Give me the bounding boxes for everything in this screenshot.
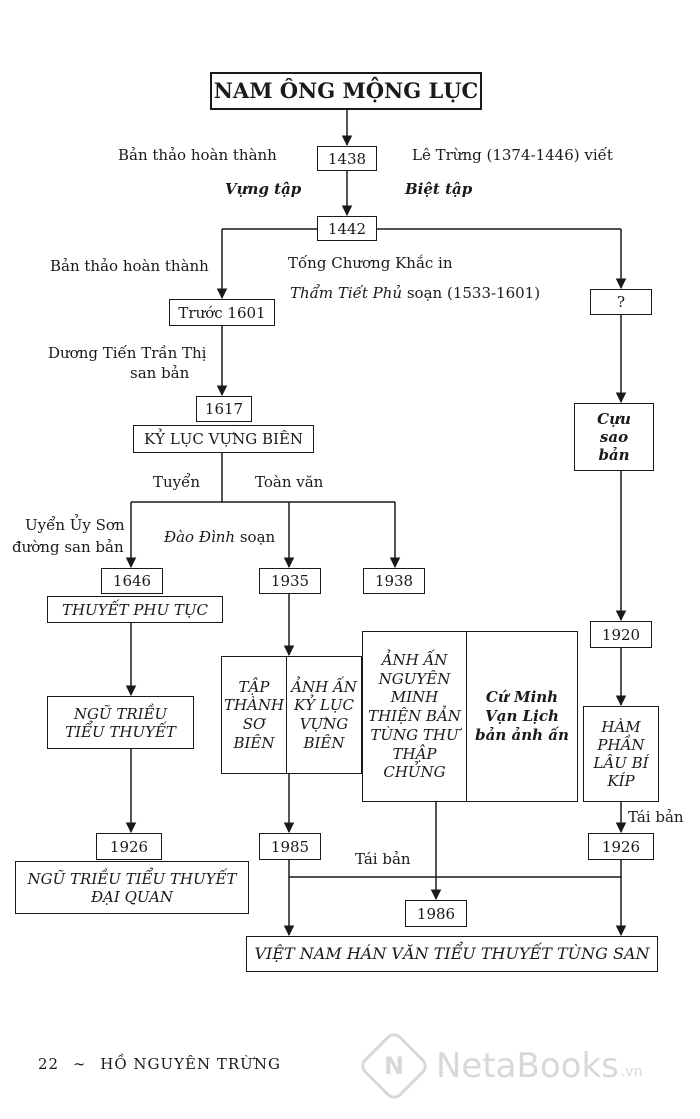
- node-unknown-label: ?: [616, 293, 626, 311]
- node-1926b-label: 1926: [601, 837, 641, 856]
- label-biettap: Biệt tập: [405, 180, 473, 198]
- watermark-suffix: .vn: [620, 1064, 643, 1080]
- node-root: NAM ÔNG MỘNG LỤC: [210, 72, 482, 110]
- watermark: N NetaBooks .vn: [357, 1029, 643, 1103]
- node-vietnam: VIỆT NAM HÁN VĂN TIỂU THUYẾT TÙNG SAN: [246, 936, 658, 972]
- node-tapthanh-group: [221, 656, 362, 774]
- node-1935-label: 1935: [270, 572, 310, 590]
- node-anhan-nguyen: ẢNH ẤN NGUYÊN MINH THIỆN BẢN TÙNG THƯ TH…: [363, 632, 467, 801]
- node-ngutrieu-label: NGŨ TRIỀU TIỂU THUYẾT: [65, 704, 176, 741]
- netabooks-logo-icon: N: [357, 1029, 431, 1103]
- label-tongchuong: Tống Chương Khắc in: [288, 254, 453, 272]
- watermark-text: NetaBooks: [436, 1046, 619, 1086]
- author-name: HỒ NGUYÊN TRỪNG: [100, 1055, 281, 1073]
- label-letrung: Lê Trừng (1374-1446) viết: [412, 146, 613, 164]
- node-hamphan-label: HÀM PHẦN LÂU BÍ KÍP: [593, 718, 649, 790]
- label-uyenuy-2: đường san bản: [12, 538, 124, 556]
- node-daiquan-label: NGŨ TRIỀU TIỂU THUYẾT ĐẠI QUAN: [27, 869, 237, 906]
- node-vietnam-label: VIỆT NAM HÁN VĂN TIỂU THUYẾT TÙNG SAN: [254, 944, 650, 964]
- watermark-logo-letter: N: [383, 1052, 405, 1080]
- node-1920-label: 1920: [601, 625, 641, 644]
- node-1617-label: 1617: [204, 400, 244, 418]
- label-duongtien-2: san bản: [130, 364, 190, 382]
- node-1438-label: 1438: [327, 149, 367, 168]
- node-daiquan: NGŨ TRIỀU TIỂU THUYẾT ĐẠI QUAN: [15, 861, 249, 914]
- node-cuminh: Cứ Minh Vạn Lịch bản ảnh ấn: [467, 632, 577, 801]
- label-vungtap: Vựng tập: [225, 180, 302, 198]
- label-thamtiet: Thẩm Tiết Phủ soạn (1533-1601): [290, 284, 540, 303]
- node-cuminh-label: Cứ Minh Vạn Lịch bản ảnh ấn: [475, 688, 569, 744]
- label-thamtiet-rest: soạn (1533-1601): [402, 284, 541, 302]
- node-1986-label: 1986: [416, 904, 456, 923]
- node-1442-label: 1442: [327, 219, 367, 238]
- page-number: 22: [38, 1055, 60, 1073]
- node-1438: 1438: [317, 146, 377, 171]
- node-thuyet-label: THUYẾT PHU TỤC: [61, 600, 209, 619]
- node-1926b: 1926: [588, 833, 654, 860]
- label-thamtiet-name: Thẩm Tiết Phủ: [290, 284, 403, 302]
- node-thuyet: THUYẾT PHU TỤC: [47, 596, 223, 623]
- node-1986: 1986: [405, 900, 467, 927]
- label-uyenuy-1: Uyển Ủy Sơn: [25, 516, 125, 534]
- node-1926a: 1926: [96, 833, 162, 860]
- node-1646-label: 1646: [112, 572, 152, 590]
- label-taiban-1: Tái bản: [628, 808, 684, 826]
- node-before1601-label: Trước 1601: [178, 303, 266, 322]
- label-daodinh-rest: soạn: [235, 528, 276, 546]
- node-tapthanh-label: TẬP THÀNH SƠ BIÊN: [223, 677, 285, 752]
- label-daodinh-name: Đào Đình: [164, 528, 236, 546]
- node-anhan-kyluc: ẢNH ẤN KỶ LỤC VỰNG BIÊN: [287, 657, 361, 773]
- node-1442: 1442: [317, 216, 377, 241]
- node-hamphan: HÀM PHẦN LÂU BÍ KÍP: [583, 706, 659, 802]
- node-anhan-nguyen-label: ẢNH ẤN NGUYÊN MINH THIỆN BẢN TÙNG THƯ TH…: [368, 650, 461, 782]
- node-1935: 1935: [259, 568, 321, 594]
- tilde-ornament-icon: ∼: [72, 1055, 87, 1073]
- node-1920: 1920: [590, 621, 652, 648]
- node-1617: 1617: [196, 396, 252, 422]
- label-banthao-1: Bản thảo hoàn thành: [118, 146, 277, 164]
- node-1926a-label: 1926: [109, 837, 149, 856]
- node-ngutrieu: NGŨ TRIỀU TIỂU THUYẾT: [47, 696, 194, 749]
- node-cuusao-label: Cựu sao bản: [597, 410, 631, 464]
- label-toanvan: Toàn văn: [255, 473, 324, 491]
- label-duongtien-1: Dương Tiến Trần Thị: [48, 344, 207, 362]
- node-1985: 1985: [259, 833, 321, 860]
- node-cuusao: Cựu sao bản: [574, 403, 654, 471]
- label-taiban-2: Tái bản: [355, 850, 411, 868]
- node-1938-label: 1938: [374, 572, 414, 590]
- node-1646: 1646: [101, 568, 163, 594]
- page-footer: 22 ∼ HỒ NGUYÊN TRỪNG: [38, 1055, 281, 1073]
- node-anhan-group: [362, 631, 578, 802]
- node-root-label: NAM ÔNG MỘNG LỤC: [213, 78, 479, 104]
- node-kyluc: KỶ LỤC VỰNG BIÊN: [133, 425, 314, 453]
- node-before1601: Trước 1601: [169, 299, 275, 326]
- node-unknown: ?: [590, 289, 652, 315]
- node-1985-label: 1985: [270, 837, 310, 856]
- node-kyluc-label: KỶ LỤC VỰNG BIÊN: [143, 430, 304, 448]
- label-tuyen: Tuyển: [153, 473, 201, 491]
- node-tapthanh: TẬP THÀNH SƠ BIÊN: [222, 657, 287, 773]
- node-anhan-kyluc-label: ẢNH ẤN KỶ LỤC VỰNG BIÊN: [291, 677, 357, 752]
- node-1938: 1938: [363, 568, 425, 594]
- label-daodinh: Đào Đình soạn: [164, 528, 275, 547]
- label-banthao-2: Bản thảo hoàn thành: [50, 257, 209, 275]
